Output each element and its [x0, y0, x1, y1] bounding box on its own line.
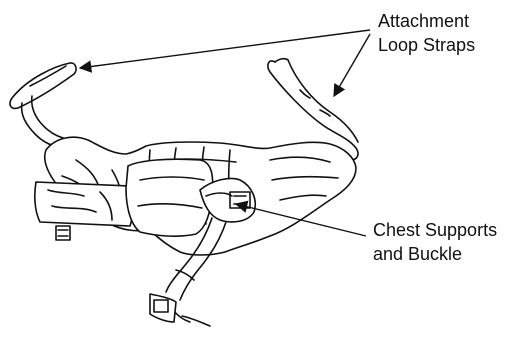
leader-to-left-strap	[80, 30, 370, 68]
leader-to-right-strap	[334, 34, 370, 96]
attachment-loop-straps-label: Attachment Loop Straps	[378, 9, 475, 57]
chest-label-line1: Chest Supports	[373, 218, 497, 242]
center-chest-support	[126, 159, 213, 236]
attachment-label-line1: Attachment	[378, 9, 475, 33]
chest-supports-buckle-label: Chest Supports and Buckle	[373, 218, 497, 266]
chest-label-line2: and Buckle	[373, 242, 497, 266]
attachment-label-line2: Loop Straps	[378, 33, 475, 57]
left-loop-strap	[10, 63, 76, 146]
left-chest-support	[35, 182, 133, 240]
